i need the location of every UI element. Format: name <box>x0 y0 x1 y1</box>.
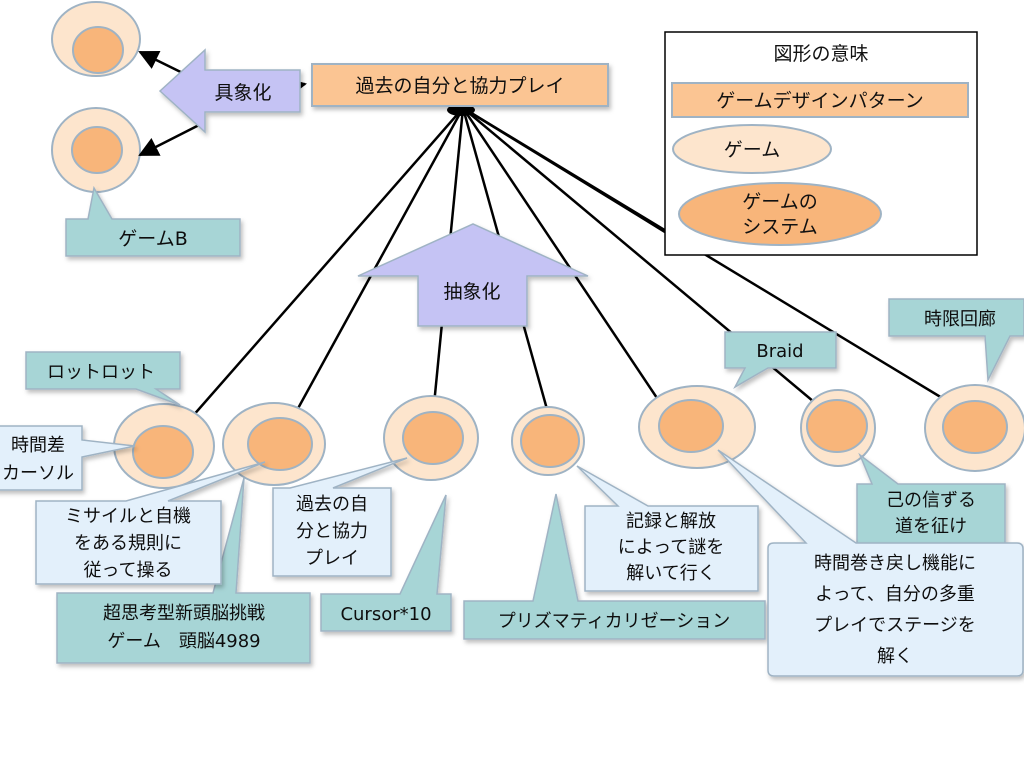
callout-jikan-makimodoshi: 時間巻き戻し機能に よって、自分の多重 プレイでステージを 解く <box>717 449 1024 677</box>
pattern-label: 過去の自分と協力プレイ <box>355 75 564 97</box>
callout-kako-line3: プレイ <box>305 548 359 569</box>
callout-cursor-label: Cursor*10 <box>340 604 431 625</box>
example-game-b <box>51 107 141 193</box>
callout-kiroku-line3: 解いて行く <box>626 563 715 584</box>
game-jigen <box>924 384 1024 472</box>
line-to-braid <box>461 107 667 411</box>
pattern-box: 過去の自分と協力プレイ <box>311 63 609 107</box>
callout-onore-line2: 道を征け <box>895 516 967 537</box>
callout-jikan-line2: よって、自分の多重 <box>815 584 975 605</box>
callout-prismatic: プリズマティカリゼーション <box>463 493 766 640</box>
line-to-legend-edge <box>462 106 666 234</box>
abstract-label: 抽象化 <box>443 281 500 303</box>
game-cursor <box>383 395 479 481</box>
callout-jigen: 時限回廊 <box>888 298 1024 383</box>
callout-onore: 己の信ずる 道を征け <box>856 452 1006 547</box>
legend-system-sample <box>678 182 882 246</box>
legend-pattern-label: ゲームデザインパターン <box>716 90 923 112</box>
callout-choshiko-line1: 超思考型新頭脳挑戦 <box>103 603 265 624</box>
callout-kako: 過去の自 分と協力 プレイ <box>272 457 408 577</box>
abstract-arrow: 抽象化 <box>357 223 589 327</box>
legend-game-label: ゲーム <box>724 139 780 161</box>
callout-misairu-line3: 従って操る <box>83 560 172 581</box>
game-choshiko <box>222 402 326 486</box>
callout-rottorotto-label: ロットロット <box>47 362 155 383</box>
callout-misairu-line1: ミサイルと自機 <box>65 506 191 527</box>
game-braid <box>638 385 756 469</box>
callout-game-b-label: ゲームB <box>118 228 187 250</box>
callout-braid-label: Braid <box>756 341 803 362</box>
legend-system-label-2: システム <box>742 216 817 238</box>
callout-kako-line1: 過去の自 <box>296 494 368 515</box>
line-to-rottorotto <box>162 107 464 451</box>
callout-misairu: ミサイルと自機 をある規則に 従って操る <box>35 461 266 585</box>
callout-jigen-label: 時限回廊 <box>924 309 996 330</box>
callout-game-b: ゲームB <box>65 185 241 257</box>
callout-onore-line1: 己の信ずる <box>886 490 976 511</box>
callout-choshiko-line2: ゲーム 頭脳4989 <box>107 631 260 652</box>
callout-prismatic-label: プリズマティカリゼーション <box>498 611 731 632</box>
callout-jikansa: 時間差 カーソル <box>0 425 136 491</box>
callout-jikan-line4: 解く <box>877 646 913 667</box>
callout-jikan-line1: 時間巻き戻し機能に <box>814 553 976 574</box>
callout-jikan-line3: プレイでステージを <box>814 615 976 636</box>
callout-kiroku-line1: 記録と解放 <box>626 511 716 532</box>
connector-lines <box>162 106 963 451</box>
game-rottorotto <box>113 403 215 489</box>
legend-title: 図形の意味 <box>773 43 868 65</box>
callout-kako-line2: 分と協力 <box>296 521 368 542</box>
callout-kiroku-line2: によって謎を <box>618 537 725 558</box>
callout-cursor: Cursor*10 <box>320 494 452 632</box>
example-game-top <box>51 1 141 77</box>
concretize-label: 具象化 <box>214 82 271 104</box>
game-prismatic <box>511 406 585 476</box>
legend-pattern-sample <box>671 82 969 118</box>
callout-kiroku: 記録と解放 によって謎を 解いて行く <box>576 465 759 592</box>
game-onore <box>800 389 876 467</box>
callout-braid: Braid <box>724 331 837 389</box>
callout-misairu-line2: をある規則に <box>74 533 182 554</box>
legend-game-sample <box>672 124 832 174</box>
legend-box: 図形の意味 ゲームデザインパターン ゲーム ゲームの システム <box>664 31 978 256</box>
callout-jikansa-line2: カーソル <box>2 463 74 484</box>
legend-system-label-1: ゲームの <box>742 191 817 213</box>
concretize-arrow: 具象化 <box>158 48 301 134</box>
callout-jikansa-line1: 時間差 <box>11 435 65 456</box>
callout-rottorotto: ロットロット <box>25 351 181 406</box>
